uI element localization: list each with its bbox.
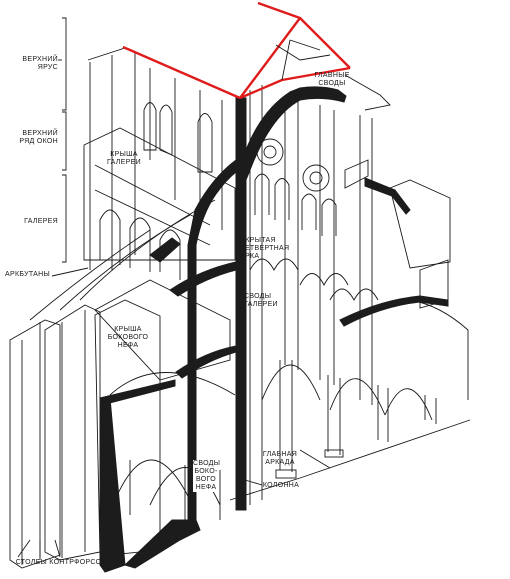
arcade-column-3	[377, 385, 389, 442]
label-column: КОЛОННА	[262, 482, 300, 489]
aisle-roof-section	[99, 379, 176, 405]
roof-truss	[275, 39, 391, 111]
upper-wall-mullions	[149, 68, 223, 230]
arcade-column-1	[279, 360, 293, 472]
leader-main-arcade	[299, 449, 331, 469]
floor-line	[229, 419, 471, 501]
roof-highlight	[122, 1, 351, 100]
interior-lancet-1	[254, 173, 270, 215]
gallery-arch-1	[99, 209, 121, 265]
section-cut	[99, 86, 449, 573]
label-flying-buttresses: АРКБУТАНЫ	[5, 271, 50, 278]
arcade-column-2	[327, 375, 341, 455]
bracket-gallery	[62, 174, 67, 263]
gallery-roof-section	[187, 158, 237, 246]
gallery-arch-3	[159, 229, 181, 280]
aisle-columns	[129, 460, 221, 520]
gallery-roof-outline	[83, 127, 236, 261]
roof-slope-left	[122, 45, 241, 100]
label-gallery-roof: КРЫША ГАЛЕРЕИ	[107, 151, 141, 166]
gallery-triforium-3	[329, 288, 379, 301]
flying-buttress-arcs	[29, 214, 191, 321]
main-arcade-arch-3	[384, 388, 433, 421]
flying-buttress-section	[149, 237, 181, 263]
label-upper-tier: ВЕРХНИЙ ЯРУС	[22, 56, 58, 71]
label-aisle-vaults: СВОДЫ БОКО- ВОГО НЕФА	[193, 460, 221, 492]
clerestory-window-1	[143, 102, 157, 151]
outer-buttress-section	[99, 397, 126, 573]
right-vault-section	[364, 177, 411, 215]
gallery-arch-2	[129, 217, 151, 272]
label-aisle-roof: КРЫША БОКОВОГО НЕФА	[107, 326, 149, 349]
rose-window-2	[302, 164, 330, 192]
interior-lancet-4	[321, 198, 337, 236]
gallery-triforium-2	[299, 273, 349, 286]
gallery-triforium-1	[249, 258, 299, 271]
buttress-pier-2-edges	[61, 310, 86, 558]
gallery-floor-section	[169, 261, 237, 297]
bracket-clerestory	[62, 111, 67, 171]
interior-shaft-1	[284, 96, 299, 370]
structure-lines	[9, 17, 471, 569]
roof-slope-right	[299, 17, 351, 69]
right-gallery-section	[339, 295, 449, 327]
roof-ridge	[239, 1, 302, 99]
aisle-vault-section	[175, 345, 237, 379]
aisle-roof-outline	[94, 279, 231, 381]
label-hidden-quarter-arch: СКРЫТАЯ ЧЕТВЕРТНАЯ АРКА	[240, 237, 290, 260]
right-cut-1	[344, 159, 369, 189]
label-buttress-piers: СТОЛБЫ КОНТРФОРСОВ	[15, 559, 107, 566]
clerestory-window-3	[159, 104, 173, 156]
upper-wall-piers	[89, 52, 136, 270]
main-arcade-arch-2	[329, 378, 386, 416]
label-gallery: ГАЛЕРЕЯ	[24, 218, 58, 225]
label-main-vaults: ГЛАВНЫЕ СВОДЫ	[314, 72, 350, 87]
aisle-vault-rib	[109, 372, 236, 396]
base-section	[124, 519, 201, 569]
interior-lancet-3	[301, 193, 317, 230]
label-main-arcade: ГЛАВНАЯ АРКАДА	[262, 451, 298, 466]
bracket-upper-tier	[62, 17, 67, 111]
clerestory-window-2	[197, 113, 213, 173]
interior-lancet-2	[274, 178, 290, 220]
interior-shaft-2	[319, 105, 335, 385]
buttress-pier-3	[94, 299, 161, 557]
right-cut-2	[389, 179, 451, 269]
label-clerestory: ВЕРХНИЙ РЯД ОКОН	[19, 130, 58, 145]
buttress-pier-2	[44, 304, 101, 561]
buttress-pier-1-edges	[21, 322, 41, 565]
main-arcade-arch-1	[261, 364, 321, 401]
buttress-pier-1	[9, 319, 61, 569]
column-base-1	[275, 469, 297, 479]
interior-shaft-3	[359, 115, 373, 405]
column-base-2	[324, 449, 344, 458]
leader-column	[244, 479, 263, 486]
main-vault-section	[245, 86, 347, 181]
main-vault-roof	[344, 74, 391, 111]
leader-flying-buttresses	[51, 267, 89, 277]
label-gallery-vaults: СВОДЫ ГАЛЕРЕИ	[244, 293, 278, 308]
right-arch-rib	[409, 299, 469, 400]
leader-buttress-piers	[17, 539, 61, 558]
arcade-column-4	[424, 395, 437, 424]
